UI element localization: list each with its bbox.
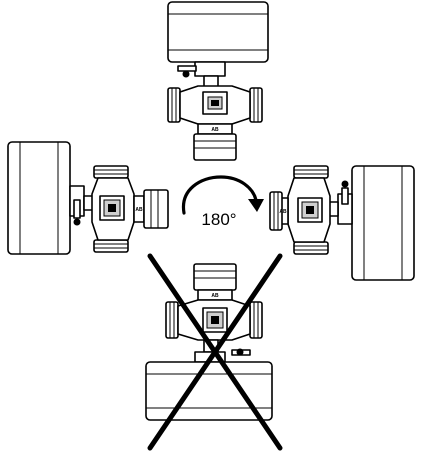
- port-mark-left: AB: [135, 207, 143, 213]
- actuator-right: [337, 165, 415, 281]
- actuator-top: [167, 1, 269, 78]
- actuator-left: [7, 141, 85, 255]
- valve-assembly-right: AB: [269, 165, 415, 281]
- prohibited-cross-icon: [147, 253, 283, 451]
- valve-body-right: AB: [269, 165, 339, 255]
- valve-body-top: AB: [167, 75, 263, 161]
- port-mark-bottom: AB: [211, 293, 219, 299]
- valve-body-left: AB: [83, 165, 169, 253]
- rotation-indicator: 180°: [181, 175, 264, 229]
- valve-assembly-left: AB: [7, 141, 169, 255]
- rotation-arrow-icon: [181, 175, 258, 215]
- valve-assembly-top: AB: [167, 1, 269, 161]
- rotation-arrowhead-icon: [248, 199, 264, 212]
- port-mark-right: AB: [279, 209, 287, 215]
- port-mark-top: AB: [211, 127, 219, 133]
- rotation-label: 180°: [201, 210, 236, 229]
